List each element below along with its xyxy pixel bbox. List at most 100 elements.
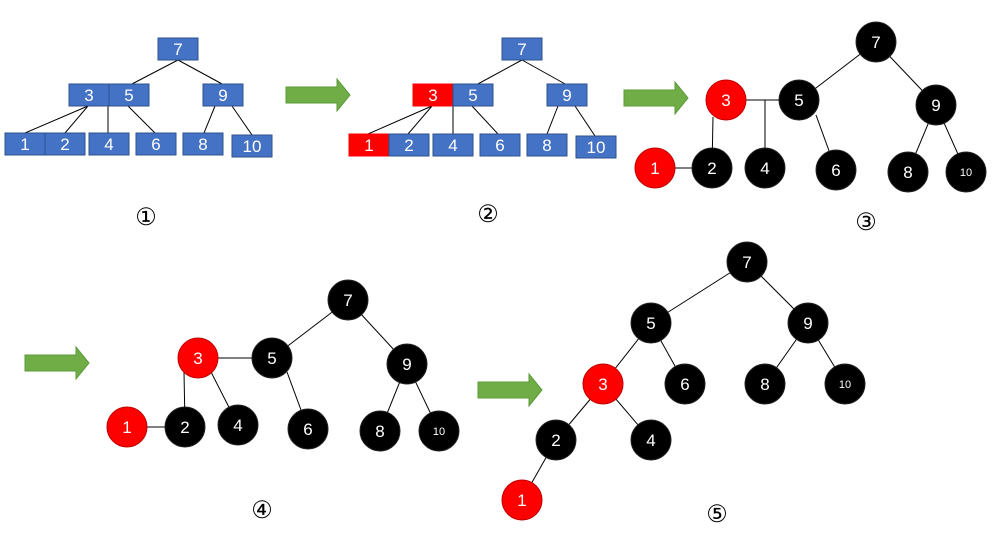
btree-key: 5 bbox=[452, 83, 494, 107]
red-node-1: 1 bbox=[106, 406, 148, 448]
key-label: 3 bbox=[428, 86, 437, 105]
node-label: 2 bbox=[707, 159, 716, 178]
node-label: 4 bbox=[760, 159, 769, 178]
node-circle bbox=[744, 147, 786, 189]
edge bbox=[471, 105, 499, 135]
step-label-5: ⑤ bbox=[706, 501, 728, 528]
btree-key: 6 bbox=[135, 132, 177, 156]
btree-key: 1 bbox=[4, 132, 46, 156]
key-label: 7 bbox=[173, 40, 182, 59]
node-label: 2 bbox=[551, 431, 560, 450]
node-label: 6 bbox=[831, 161, 840, 180]
node-circle bbox=[582, 363, 624, 405]
edge bbox=[574, 105, 596, 137]
btree-key: 3 bbox=[68, 83, 110, 107]
black-node-10: 10 bbox=[945, 151, 987, 193]
black-node-4: 4 bbox=[217, 404, 259, 446]
black-node-8: 8 bbox=[887, 151, 929, 193]
key-label: 9 bbox=[562, 86, 571, 105]
btree-key: 5 bbox=[108, 83, 150, 107]
black-node-4: 4 bbox=[630, 419, 672, 461]
node-label: 10 bbox=[433, 426, 445, 438]
black-node-8: 8 bbox=[744, 363, 786, 405]
node-label: 7 bbox=[742, 253, 751, 272]
key-label: 5 bbox=[468, 86, 477, 105]
node-circle bbox=[386, 343, 428, 385]
node-circle bbox=[787, 302, 829, 344]
red-node-1: 1 bbox=[634, 147, 676, 189]
btree-key: 8 bbox=[526, 133, 568, 157]
node-label: 3 bbox=[193, 349, 202, 368]
red-node-3: 3 bbox=[177, 337, 219, 379]
black-node-7: 7 bbox=[327, 279, 369, 321]
edge bbox=[521, 59, 568, 86]
node-label: 6 bbox=[680, 375, 689, 394]
key-label: 1 bbox=[364, 136, 373, 155]
btree-key-red: 1 bbox=[348, 133, 390, 157]
key-label: 6 bbox=[495, 136, 504, 155]
key-label: 10 bbox=[587, 138, 606, 157]
node-circle bbox=[287, 408, 329, 450]
btree-key: 10 bbox=[231, 134, 273, 158]
node-label: 10 bbox=[960, 167, 972, 179]
edge bbox=[127, 105, 156, 134]
black-node-7: 7 bbox=[726, 241, 768, 283]
btree-key: 2 bbox=[388, 133, 430, 157]
node-circle bbox=[744, 363, 786, 405]
node-circle bbox=[327, 279, 369, 321]
edge bbox=[177, 59, 225, 86]
edge bbox=[129, 59, 179, 86]
step-label-2: ② bbox=[477, 201, 499, 228]
black-node-9: 9 bbox=[386, 343, 428, 385]
node-circle bbox=[915, 84, 957, 126]
key-label: 2 bbox=[404, 136, 413, 155]
black-node-9: 9 bbox=[915, 84, 957, 126]
node-label: 3 bbox=[721, 91, 730, 110]
node-circle bbox=[217, 404, 259, 446]
key-label: 7 bbox=[517, 40, 526, 59]
node-circle bbox=[691, 147, 733, 189]
node-label: 1 bbox=[122, 418, 131, 437]
node-circle bbox=[106, 406, 148, 448]
transition-arrow-icon bbox=[24, 345, 90, 381]
node-label: 4 bbox=[646, 431, 655, 450]
node-circle bbox=[630, 302, 672, 344]
stage-2-edges bbox=[367, 59, 596, 137]
black-node-5: 5 bbox=[630, 302, 672, 344]
black-node-6: 6 bbox=[287, 408, 329, 450]
black-node-6: 6 bbox=[664, 363, 706, 405]
black-node-6: 6 bbox=[815, 149, 857, 191]
node-label: 3 bbox=[598, 375, 607, 394]
btree-key: 9 bbox=[202, 83, 244, 107]
edge bbox=[203, 105, 216, 134]
node-circle bbox=[824, 363, 866, 405]
edge bbox=[24, 105, 89, 134]
node-label: 8 bbox=[375, 422, 384, 441]
step-label-4: ④ bbox=[251, 497, 273, 524]
key-label: 10 bbox=[243, 137, 262, 156]
node-circle bbox=[664, 363, 706, 405]
node-circle bbox=[815, 149, 857, 191]
node-label: 9 bbox=[931, 96, 940, 115]
stage-1-boxes: 7 3 5 9 1 2 4 6 8 10 bbox=[4, 37, 273, 158]
node-label: 5 bbox=[646, 314, 655, 333]
node-label: 6 bbox=[303, 420, 312, 439]
edge bbox=[231, 105, 253, 136]
node-label: 7 bbox=[343, 291, 352, 310]
edge bbox=[64, 105, 89, 134]
step-label-1: ① bbox=[135, 204, 157, 231]
node-circle bbox=[778, 79, 820, 121]
edge bbox=[546, 105, 559, 135]
node-circle bbox=[630, 419, 672, 461]
node-label: 2 bbox=[180, 418, 189, 437]
node-label: 10 bbox=[839, 379, 851, 391]
node-circle bbox=[535, 419, 577, 461]
black-node-5: 5 bbox=[778, 79, 820, 121]
btree-key: 10 bbox=[575, 135, 617, 159]
node-circle bbox=[177, 337, 219, 379]
node-label: 1 bbox=[517, 491, 526, 510]
btree-key: 7 bbox=[501, 37, 543, 61]
